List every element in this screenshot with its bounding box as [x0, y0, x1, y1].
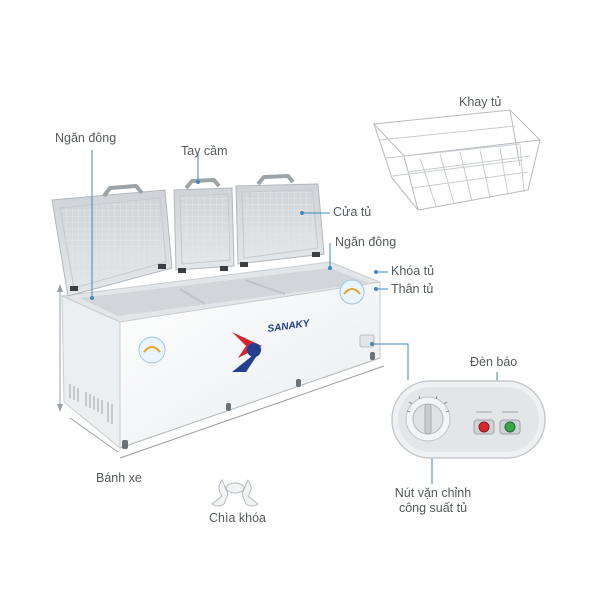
thermostat-knob-icon: [405, 395, 451, 442]
label-nut-van-line2: công suất tủ: [398, 501, 468, 515]
label-tay-cam: Tay cầm: [181, 144, 228, 158]
label-nut-van-line1: Nút vặn chỉnh: [394, 486, 472, 500]
label-nut-van: Nút vặn chỉnh công suất tủ: [385, 486, 481, 516]
freezer-lids: [51, 183, 325, 297]
label-chia-khoa: Chìa khóa: [209, 511, 266, 525]
green-indicator-lamp-icon: [499, 411, 521, 435]
label-ngan-dong-right: Ngăn đông: [335, 235, 397, 249]
label-khay-tu: Khay tủ: [459, 95, 502, 109]
label-banh-xe: Bánh xe: [96, 471, 142, 485]
freezer-body: [57, 261, 385, 459]
keys-icon: [211, 479, 259, 507]
label-than-tu: Thân tủ: [391, 282, 434, 296]
wire-basket-icon: [372, 109, 542, 211]
wheel-icons: [122, 352, 375, 449]
label-cua-tu: Cửa tủ: [333, 205, 372, 219]
label-ngan-dong-top: Ngăn đông: [55, 131, 117, 145]
label-den-bao: Đèn báo: [470, 355, 518, 369]
control-panel-inset: [391, 380, 546, 459]
label-khoa-tu: Khóa tủ: [391, 264, 435, 278]
lid-handles: [102, 174, 295, 198]
red-indicator-lamp-icon: [473, 411, 495, 435]
